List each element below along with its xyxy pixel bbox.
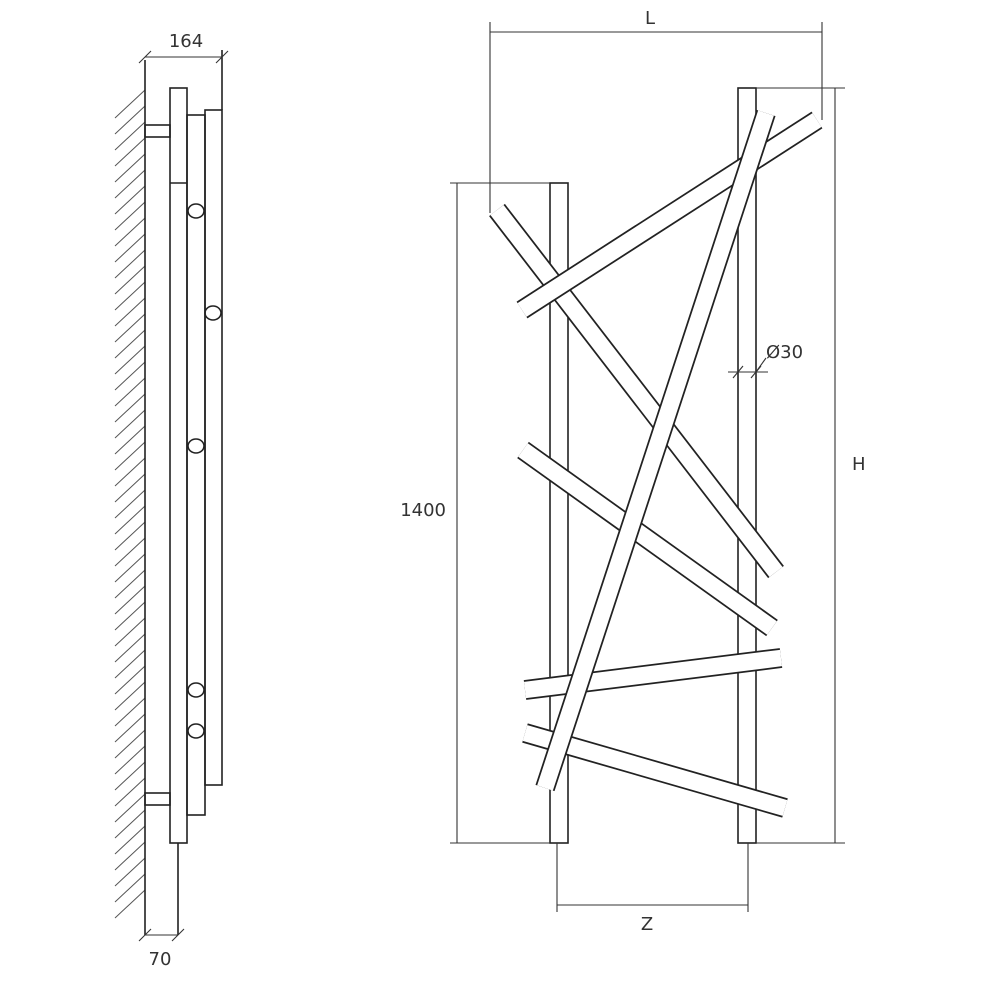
spacing-label: Z xyxy=(641,914,653,935)
hatch-line xyxy=(114,505,146,535)
hatch-line xyxy=(114,521,146,551)
width-label: 164 xyxy=(169,31,203,52)
diagonal-bar xyxy=(489,203,784,579)
bar-stroke xyxy=(490,204,783,578)
hatch-line xyxy=(114,697,146,727)
length-label: L xyxy=(645,8,655,29)
hatch-line xyxy=(114,889,146,919)
hatch-line xyxy=(114,265,146,295)
hatch-line xyxy=(114,601,146,631)
diagonal-bar xyxy=(523,648,783,700)
diameter-label: Ø30 xyxy=(766,342,803,363)
diameter-leader xyxy=(755,357,767,373)
hatch-line xyxy=(114,761,146,791)
side-view: 164 70 xyxy=(114,31,229,970)
hatch-line xyxy=(114,777,146,807)
bottom-bracket xyxy=(144,792,171,806)
hatch-line xyxy=(114,537,146,567)
hatch-line xyxy=(114,393,146,423)
dimension-tick xyxy=(171,928,185,942)
hatch-line xyxy=(114,809,146,839)
hatch-line xyxy=(114,857,146,887)
hatch-line xyxy=(114,617,146,647)
hatch-line xyxy=(114,633,146,663)
hatch-line xyxy=(114,473,146,503)
hatch-line xyxy=(114,185,146,215)
wall-hatching xyxy=(114,89,146,919)
hatch-line xyxy=(114,553,146,583)
hatch-line xyxy=(114,249,146,279)
diagonal-bar xyxy=(516,111,823,319)
left-vertical-pipe xyxy=(549,182,569,844)
height-label: H xyxy=(852,454,866,475)
diagonal-bar xyxy=(535,109,776,792)
hatch-line xyxy=(114,441,146,471)
hatch-line xyxy=(114,713,146,743)
top-bracket xyxy=(144,124,171,138)
hatch-line xyxy=(114,329,146,359)
hatch-line xyxy=(114,105,146,135)
hatch-line xyxy=(114,409,146,439)
hatch-line xyxy=(114,281,146,311)
hatch-line xyxy=(114,169,146,199)
hatch-line xyxy=(114,729,146,759)
hatch-line xyxy=(114,841,146,871)
dimension-tick xyxy=(215,50,229,64)
hatch-line xyxy=(114,121,146,151)
hatch-line xyxy=(114,681,146,711)
rear-tube xyxy=(204,109,223,786)
hatch-line xyxy=(114,585,146,615)
hatch-line xyxy=(114,297,146,327)
front-view: L H 1400 Z Ø30 xyxy=(400,8,865,935)
hatch-line xyxy=(114,201,146,231)
bar-section xyxy=(187,723,205,739)
bar-stroke xyxy=(537,110,774,791)
dimension-tick xyxy=(138,928,152,942)
bar-section xyxy=(187,203,205,219)
dimension-tick xyxy=(732,365,744,379)
hatch-line xyxy=(114,569,146,599)
hatch-line xyxy=(114,665,146,695)
diagonal-bar xyxy=(517,441,778,637)
hatch-line xyxy=(114,649,146,679)
hatch-line xyxy=(114,489,146,519)
hatch-line xyxy=(114,425,146,455)
bar-section xyxy=(187,438,205,454)
bar-stroke xyxy=(518,443,777,635)
hatch-line xyxy=(114,825,146,855)
diagonal-bars xyxy=(489,109,823,818)
bar-section xyxy=(187,682,205,698)
hatch-line xyxy=(114,153,146,183)
bar-section xyxy=(204,305,222,321)
depth-label: 70 xyxy=(149,949,172,970)
hatch-line xyxy=(114,457,146,487)
hatch-line xyxy=(114,873,146,903)
pipe-height-label: 1400 xyxy=(400,500,446,521)
hatch-line xyxy=(114,217,146,247)
hatch-line xyxy=(114,137,146,167)
right-vertical-pipe xyxy=(737,87,757,844)
middle-tube xyxy=(186,114,206,816)
front-tube xyxy=(169,87,188,844)
hatch-line xyxy=(114,377,146,407)
hatch-line xyxy=(114,745,146,775)
bar-stroke xyxy=(517,113,822,317)
hatch-line xyxy=(114,793,146,823)
hatch-line xyxy=(114,361,146,391)
dimension-tick xyxy=(138,50,152,64)
hatch-line xyxy=(114,345,146,375)
hatch-line xyxy=(114,233,146,263)
hatch-line xyxy=(114,89,146,119)
hatch-line xyxy=(114,313,146,343)
bar-stroke xyxy=(523,649,783,699)
